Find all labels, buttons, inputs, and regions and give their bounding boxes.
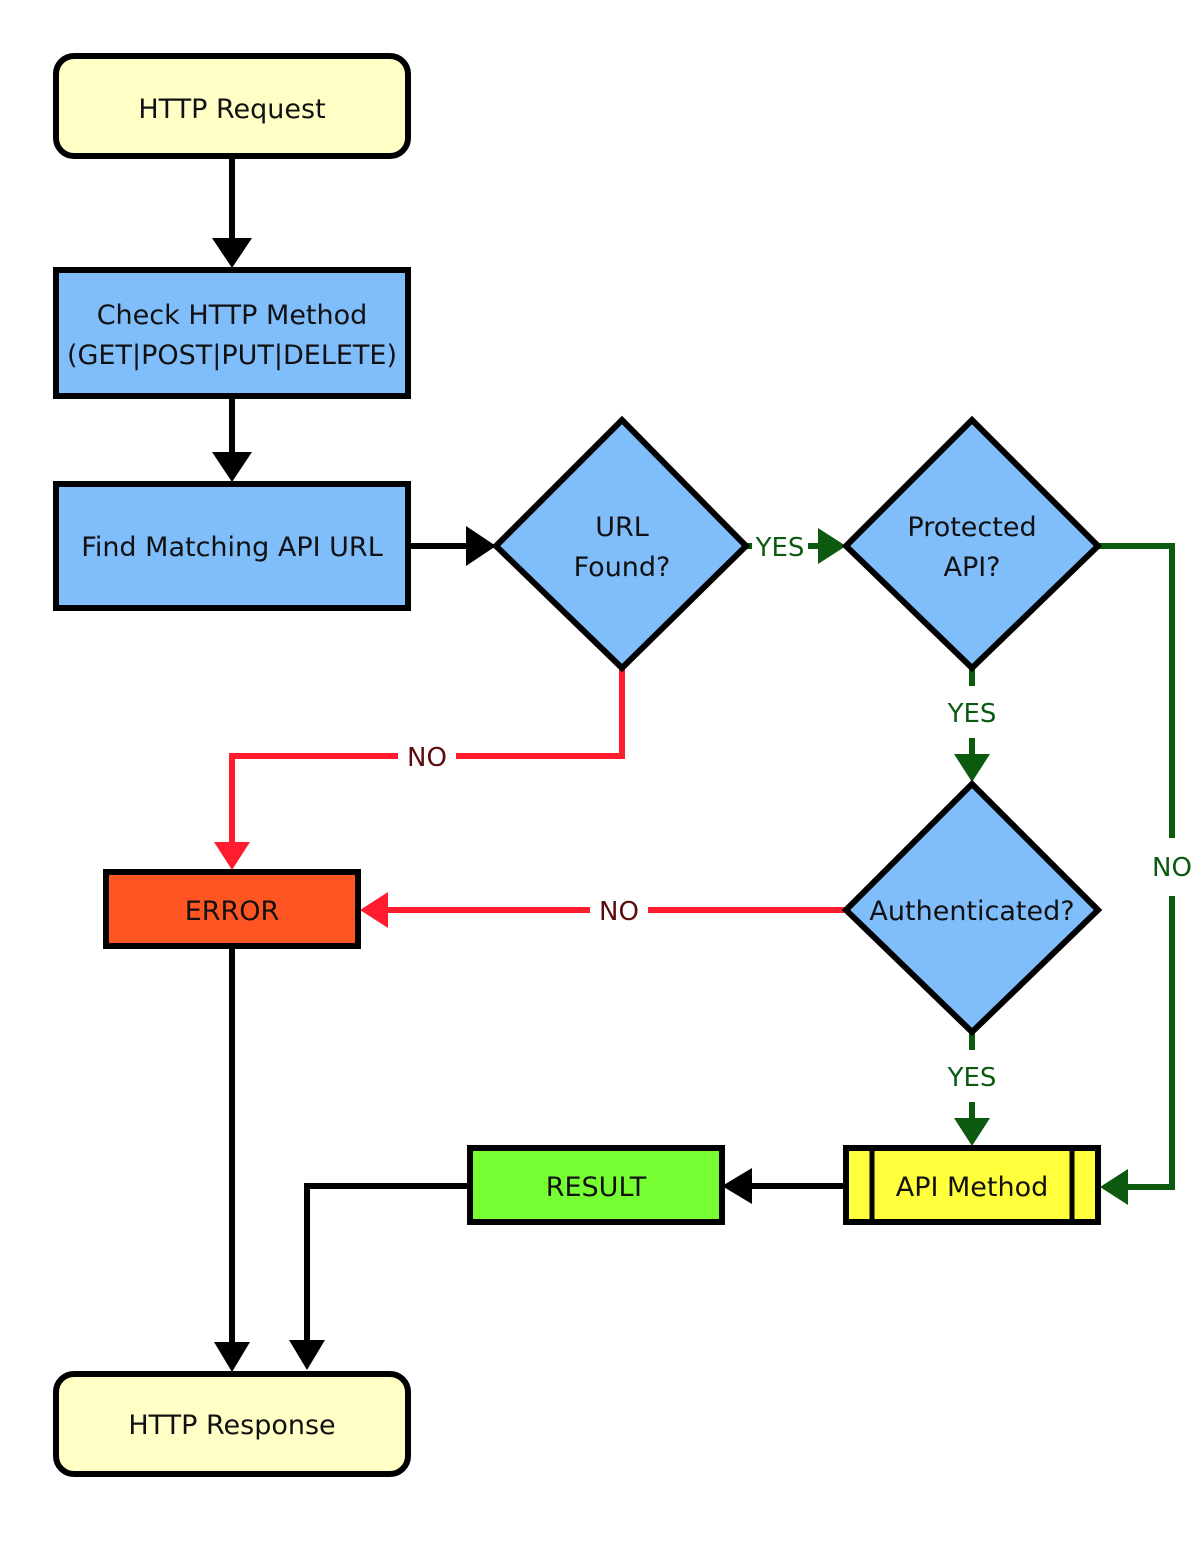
node-find-matching-api-url-shape [53,481,411,611]
node-authenticated: Authenticated? [841,779,1103,1037]
arrow-head-method-to-result [722,1168,752,1204]
node-http-request-shape [53,53,411,159]
node-check-http-method-line2: (GET|POST|PUT|DELETE) [67,340,397,371]
node-url-found-shape [491,415,751,673]
node-check-http-method: Check HTTP Method (GET|POST|PUT|DELETE) [53,267,411,399]
node-find-matching-api-url: Find Matching API URL [53,481,411,611]
node-http-response-shape [53,1371,411,1477]
arrow-head-result-to-response [289,1340,325,1370]
node-http-response: HTTP Response [53,1371,411,1477]
node-protected-api-line1: Protected [907,512,1036,543]
arrow-head-auth-yes [954,1118,990,1146]
node-result: RESULT [467,1145,725,1225]
node-error-shape [103,869,361,949]
node-http-request-label: HTTP Request [138,94,325,125]
label-protected-no: NO [1152,853,1192,883]
arrow-head-check-to-find [212,452,252,482]
arrow-head-protected-yes [954,754,990,782]
arrow-head-url-found-no [214,842,250,870]
node-protected-api-shape [841,415,1103,673]
node-url-found-line2: Found? [574,552,671,583]
node-http-response-label: HTTP Response [128,1410,335,1441]
label-auth-no: NO [599,897,639,927]
arrow-head-error-to-response [214,1342,250,1372]
node-api-method-label: API Method [896,1172,1049,1203]
arrow-head-url-found-yes [818,528,846,564]
node-protected-api: Protected API? [841,415,1103,673]
node-result-label: RESULT [546,1172,647,1203]
node-authenticated-label: Authenticated? [869,896,1074,927]
edge-url-found-no-b [229,753,398,842]
label-auth-yes: YES [947,1063,997,1093]
node-api-method: API Method [843,1145,1101,1225]
label-url-found-no: NO [407,743,447,773]
node-url-found-line1: URL [595,512,649,543]
node-error-label: ERROR [185,896,280,927]
arrow-head-request-to-check [212,238,252,268]
node-protected-api-line2: API? [943,552,1000,583]
edge-url-found-no-a [456,668,625,759]
edge-protected-no-a [1098,543,1175,838]
arrow-head-auth-no [360,892,388,928]
edge-protected-no-b [1128,896,1175,1190]
node-error: ERROR [103,869,361,949]
node-check-http-method-line1: Check HTTP Method [97,300,368,331]
node-check-http-method-shape [53,267,411,399]
label-url-found-yes: YES [755,533,805,563]
node-authenticated-shape [841,779,1103,1037]
arrow-head-find-to-url-found [466,526,496,566]
node-url-found: URL Found? [491,415,751,673]
arrow-head-protected-no [1100,1169,1128,1205]
node-find-matching-api-url-label: Find Matching API URL [81,532,382,563]
node-http-request: HTTP Request [53,53,411,159]
node-api-method-shape [843,1145,1101,1225]
node-result-shape [467,1145,725,1225]
edge-result-to-response [304,1183,470,1340]
label-protected-yes: YES [947,699,997,729]
